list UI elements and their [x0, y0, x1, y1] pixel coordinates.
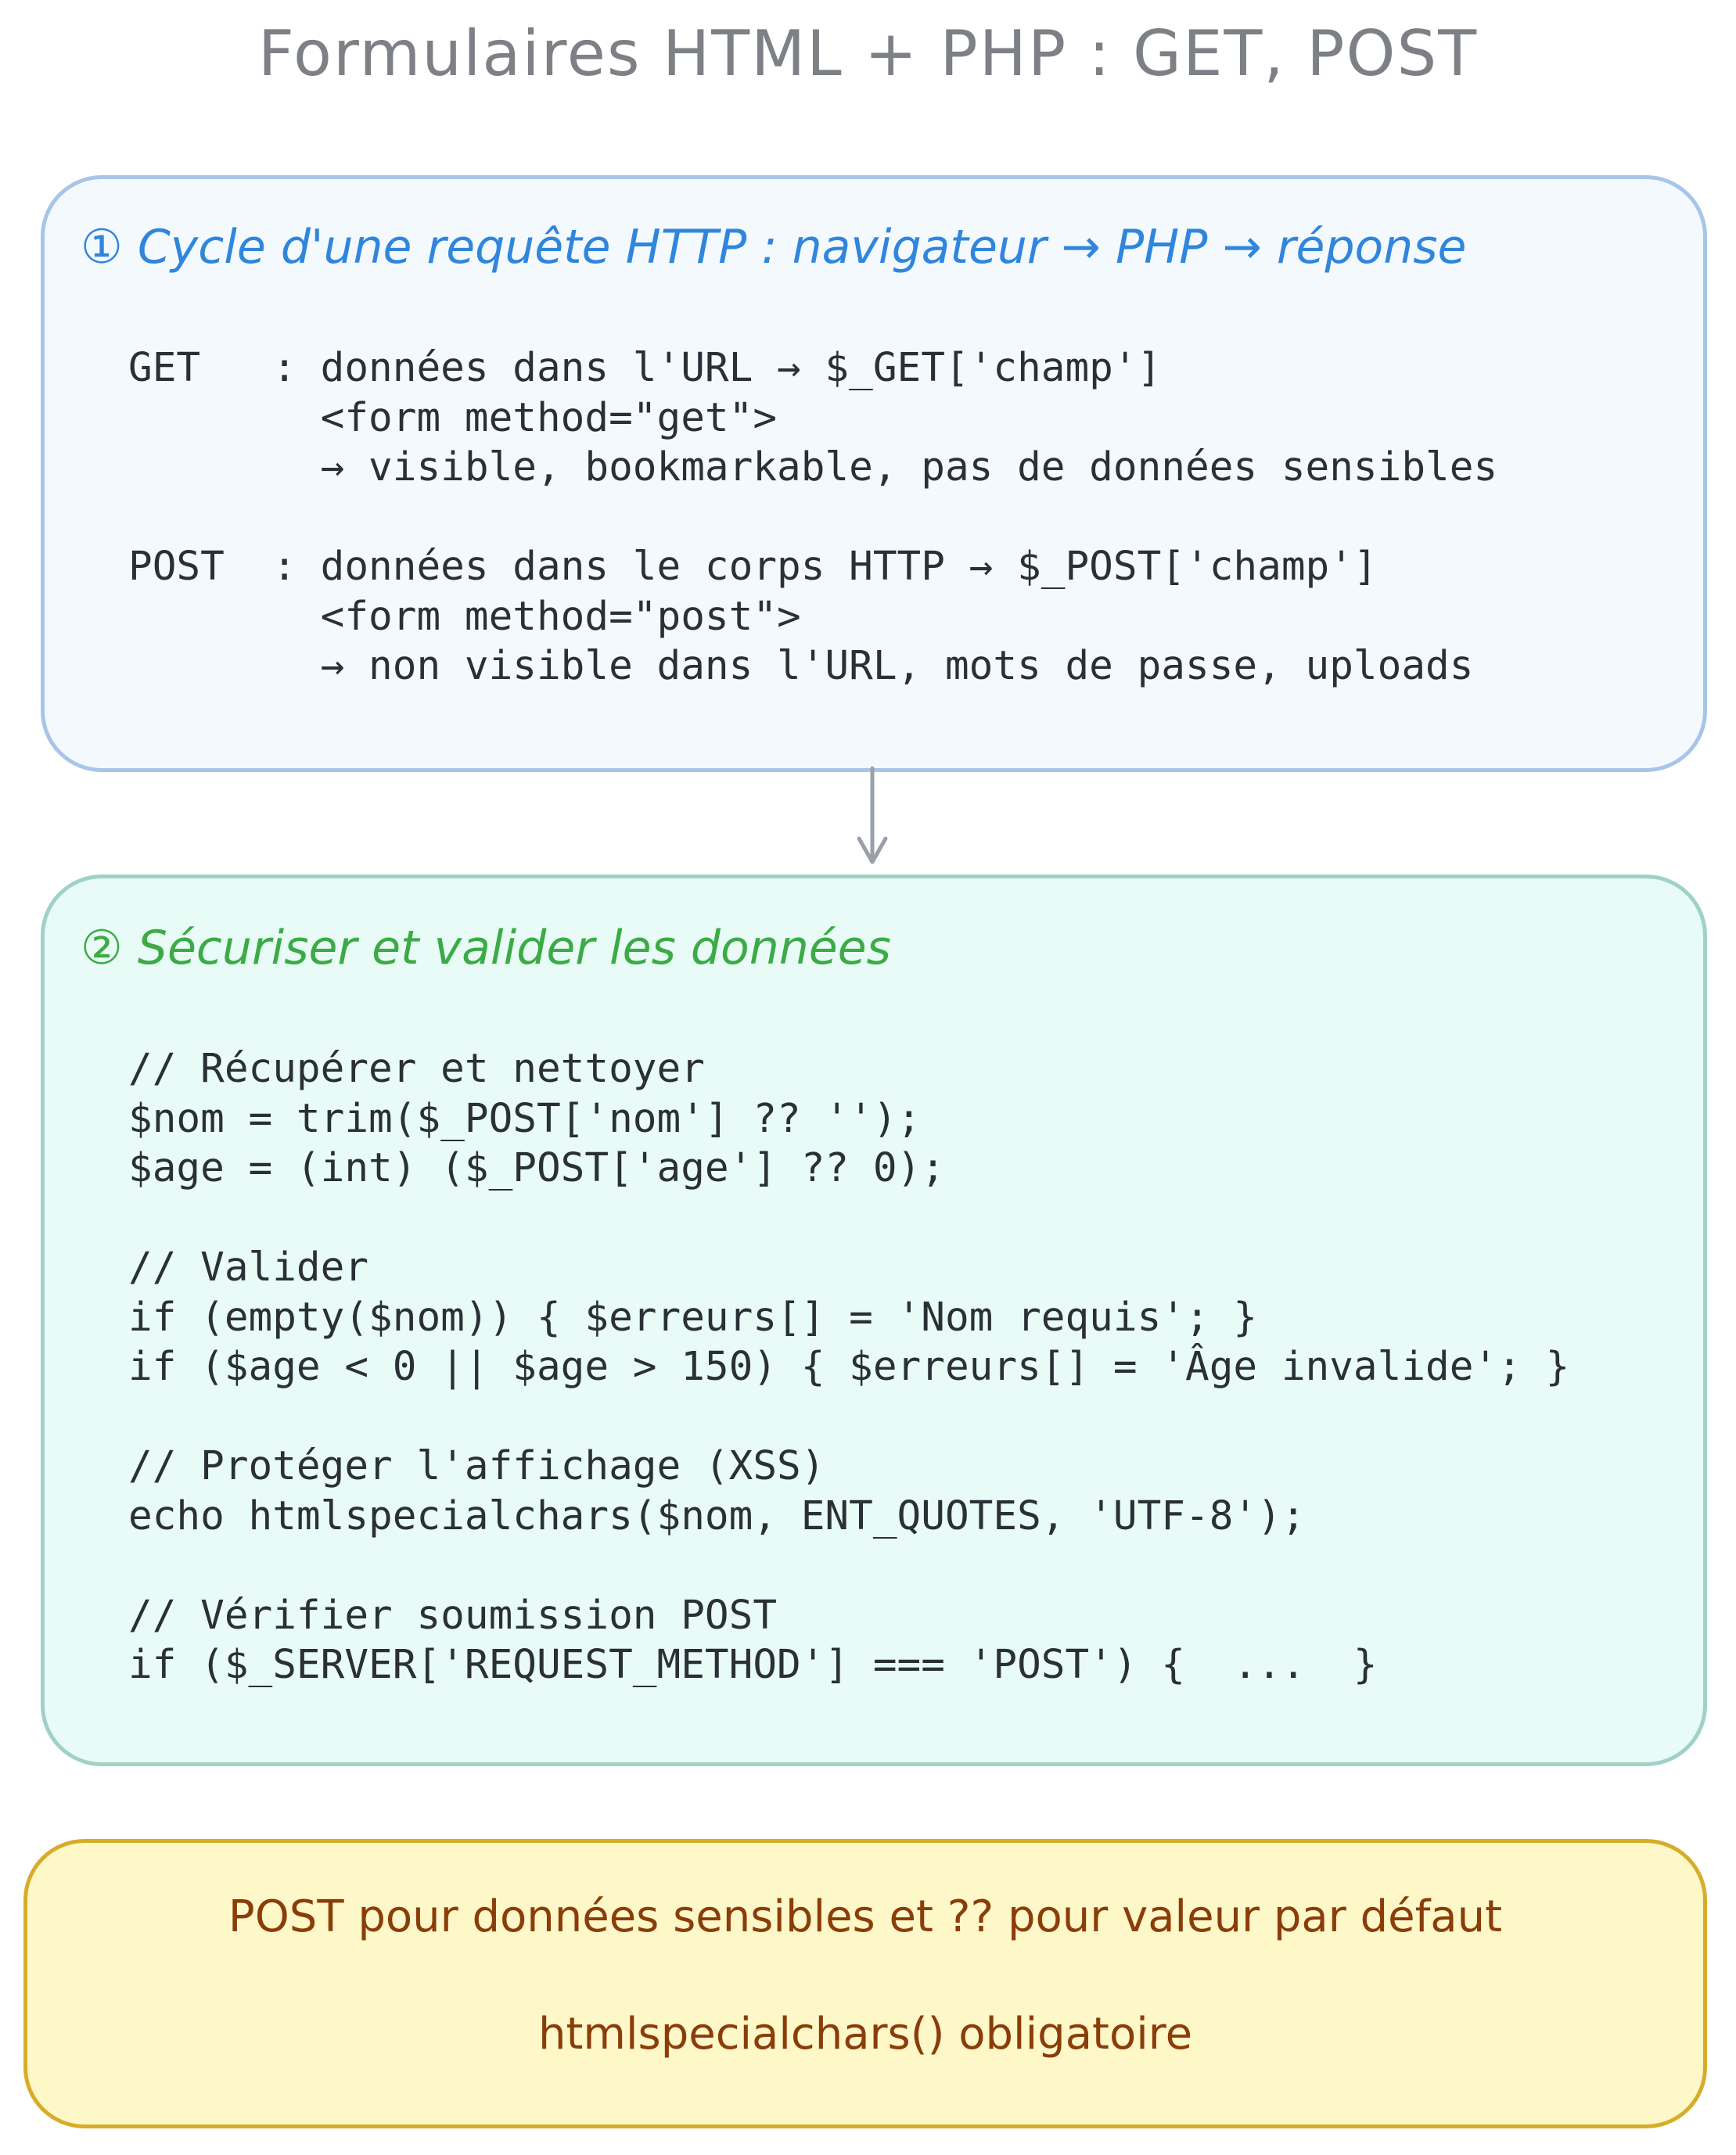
http-cycle-heading: ① Cycle d'une requête HTTP : navigateur … [81, 220, 1467, 275]
summary-line-2: htmlspecialchars() obligatoire [537, 2009, 1193, 2060]
security-validation-panel: ② Sécuriser et valider les données // Ré… [41, 875, 1707, 1766]
http-methods-code: GET : données dans l'URL → $_GET['champ'… [128, 345, 1498, 689]
summary-panel: POST pour données sensibles et ?? pour v… [23, 1839, 1707, 2128]
connector-arrow-icon [857, 767, 888, 864]
validation-code: // Récupérer et nettoyer $nom = trim($_P… [128, 1046, 1570, 1688]
security-validation-heading: ② Sécuriser et valider les données [81, 921, 891, 975]
http-cycle-panel: ① Cycle d'une requête HTTP : navigateur … [41, 175, 1707, 772]
summary-line-1: POST pour données sensibles et ?? pour v… [228, 1891, 1503, 1942]
diagram-title: Formulaires HTML + PHP : GET, POST [257, 17, 1479, 90]
